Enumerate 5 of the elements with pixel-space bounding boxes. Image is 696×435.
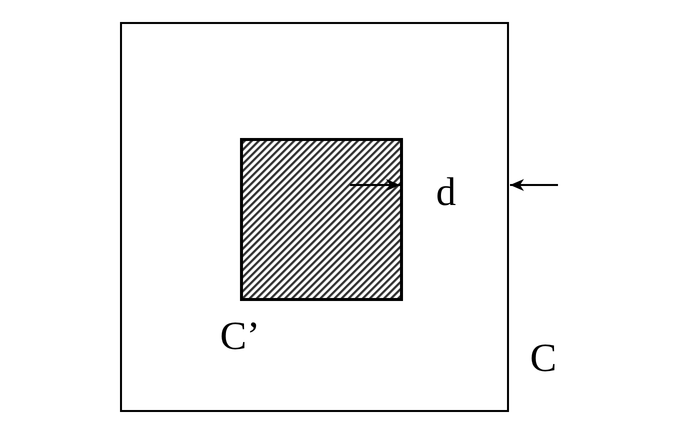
dimension-label: d [436, 172, 456, 212]
region-label: C [530, 338, 557, 378]
square-outline [120, 22, 509, 412]
region-label: C’ [220, 316, 260, 356]
hatched-square [240, 138, 403, 301]
